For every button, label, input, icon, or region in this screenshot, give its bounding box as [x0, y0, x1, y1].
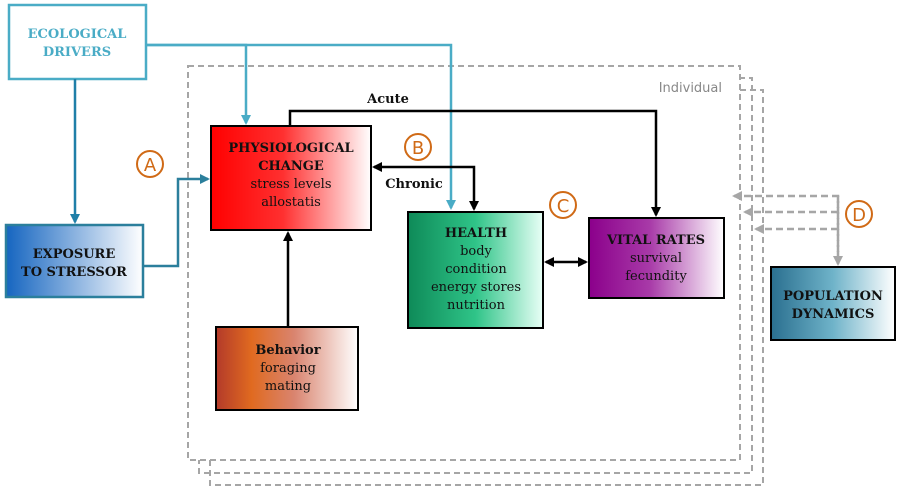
- marker-d-circle: [845, 200, 873, 228]
- individual-frame-back-1: [198, 77, 753, 474]
- arrow-exposure-to-physio: [143, 174, 210, 268]
- marker-c-letter: C: [557, 196, 570, 217]
- physio-item-1: stress levels: [251, 177, 332, 192]
- eco-arrows: [70, 43, 456, 224]
- marker-b-letter: B: [412, 138, 424, 159]
- exposure-line-2: TO STRESSOR: [21, 265, 127, 280]
- physio-title-2: CHANGE: [258, 159, 324, 174]
- behavior-title: Behavior: [255, 343, 320, 358]
- ecological-drivers-box: [7, 3, 148, 81]
- marker-b-circle: [404, 133, 432, 161]
- marker-a-circle: [136, 150, 164, 178]
- vital-rates-item-2: fecundity: [625, 269, 687, 284]
- behavior-item-2: mating: [265, 379, 311, 394]
- population-line-2: DYNAMICS: [792, 307, 875, 322]
- arrow-eco-to-health: [146, 43, 456, 210]
- ecological-drivers-line-2: DRIVERS: [43, 45, 111, 60]
- chronic-label: Chronic: [385, 177, 443, 192]
- marker-a: A: [136, 150, 164, 178]
- vital-rates-item-1: survival: [630, 251, 682, 266]
- individual-label: Individual: [659, 81, 722, 96]
- exposure-box: [4, 223, 145, 299]
- health-item-2: condition: [445, 262, 507, 277]
- marker-b: B: [404, 133, 432, 161]
- health-box: [407, 211, 544, 329]
- ecological-drivers-line-1: ECOLOGICAL: [28, 27, 127, 42]
- behavior-item-1: foraging: [260, 361, 316, 376]
- arrow-acute-physio-to-vital: [288, 109, 661, 217]
- population-dynamics-box: [770, 266, 896, 341]
- physio-item-2: allostatis: [261, 195, 321, 210]
- exposure-line-1: EXPOSURE: [33, 247, 116, 262]
- marker-c-circle: [549, 191, 577, 219]
- marker-d: D: [845, 200, 873, 228]
- acute-label: Acute: [366, 92, 409, 107]
- marker-c: C: [549, 191, 577, 219]
- dashed-feedback-arrows: [732, 191, 843, 266]
- physio-title-1: PHYSIOLOGICAL: [228, 141, 353, 156]
- health-item-3: energy stores: [431, 280, 521, 295]
- black-arrows: [288, 109, 661, 267]
- individual-frame-back-2: [209, 89, 764, 486]
- health-item-1: body: [460, 244, 492, 259]
- marker-a-letter: A: [144, 155, 157, 176]
- marker-d-letter: D: [852, 205, 866, 226]
- health-item-4: nutrition: [447, 298, 506, 313]
- population-line-1: POPULATION: [783, 289, 883, 304]
- vital-rates-title: VITAL RATES: [606, 233, 705, 248]
- arrow-chronic-physio-health: [372, 162, 479, 211]
- vital-rates-box: [588, 217, 725, 299]
- health-title: HEALTH: [445, 226, 507, 241]
